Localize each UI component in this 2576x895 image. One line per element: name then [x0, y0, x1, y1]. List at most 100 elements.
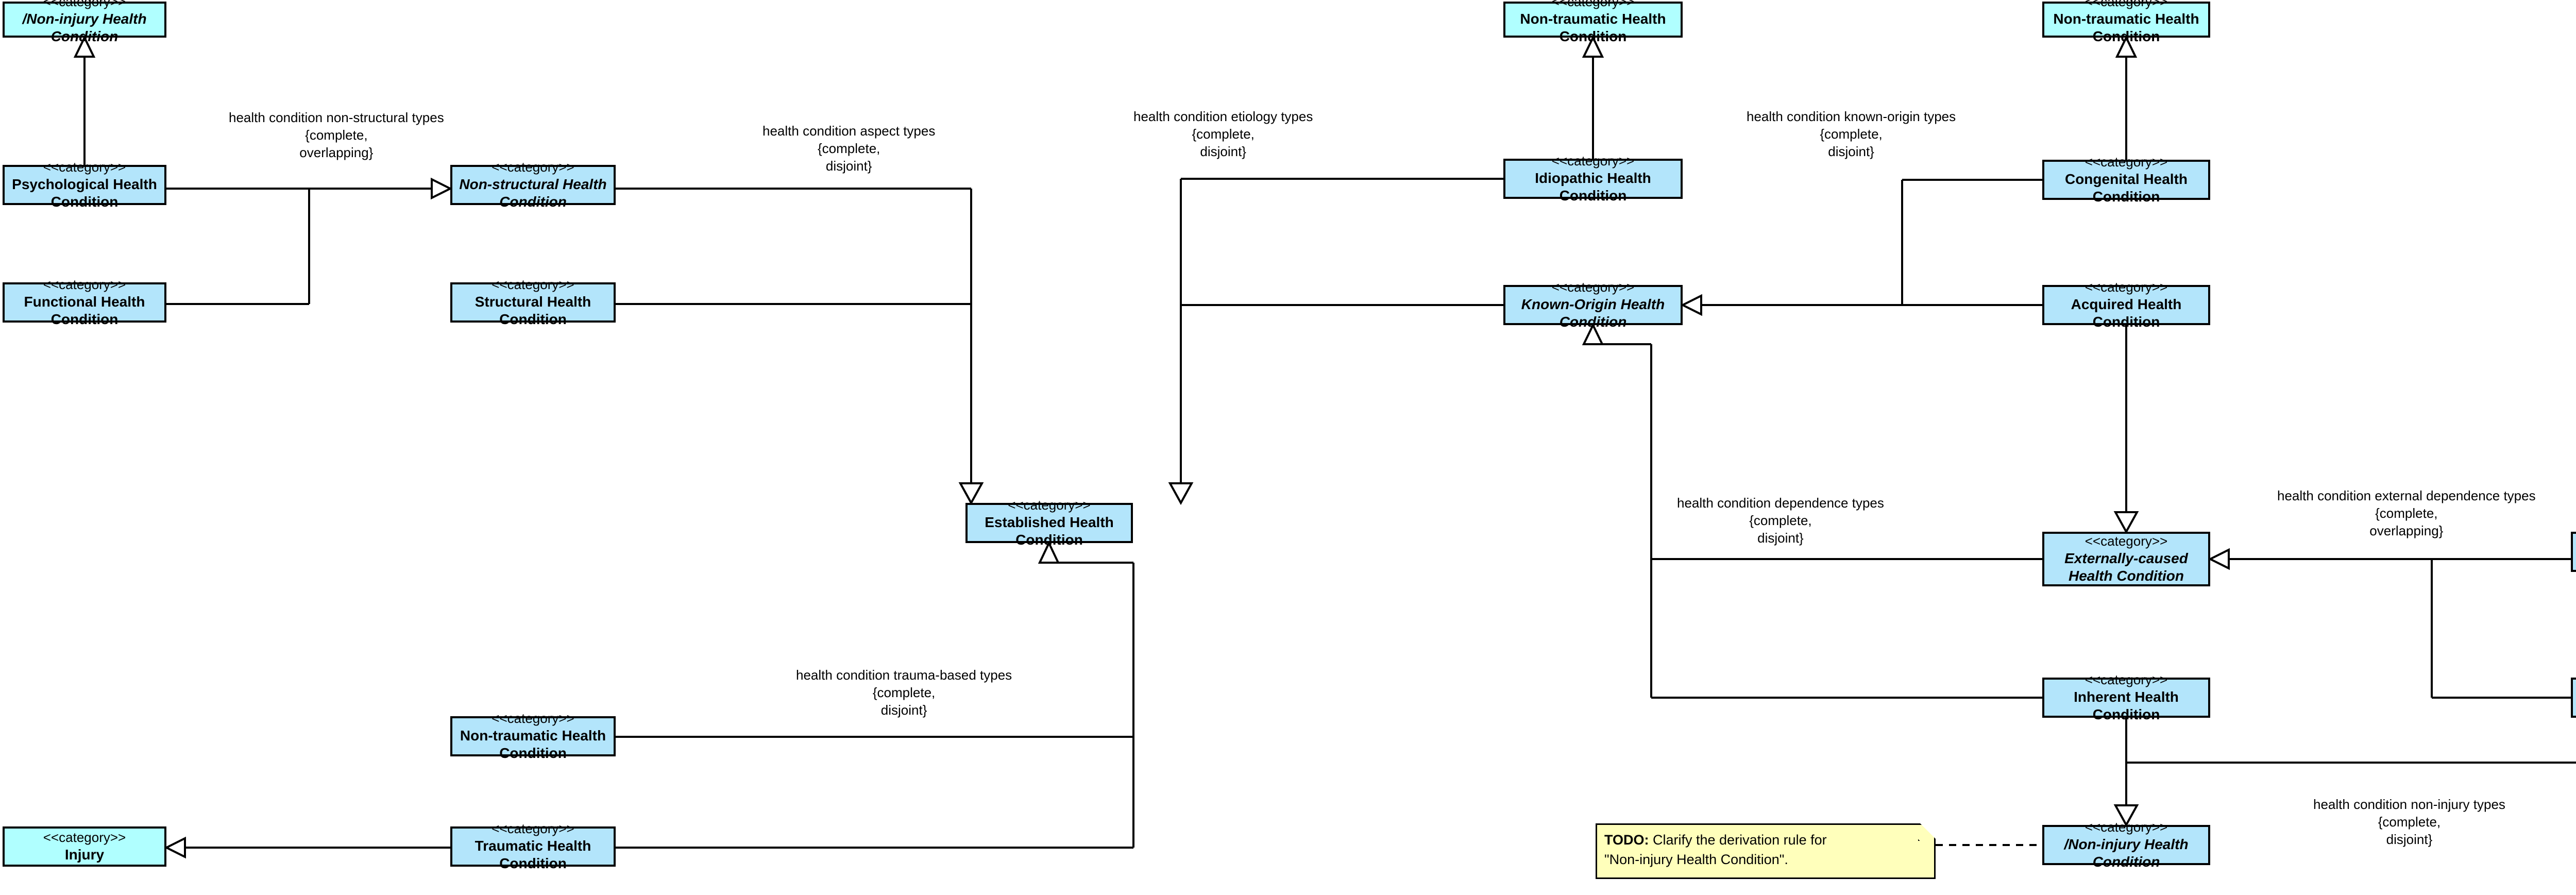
class-box-externally-caused-health-condition[interactable]: <<category>> Externally-caused Health Co…: [2042, 532, 2210, 586]
stereotype-label: <<category>>: [2084, 533, 2168, 549]
class-name-label: Non-traumatic Health Condition: [1520, 10, 1666, 44]
gs-constraint-line1: {complete,: [1192, 126, 1255, 142]
class-box-acquired-health-condition[interactable]: <<category>> Acquired Health Condition: [2042, 279, 2210, 330]
stereotype-label: <<category>>: [1551, 153, 1635, 168]
arrowhead-nonstructural: [431, 177, 453, 200]
class-name-label: Traumatic Health Condition: [474, 837, 591, 871]
stereotype-label: <<category>>: [2084, 154, 2168, 170]
class-name-label: Non-traumatic Health Condition: [2053, 10, 2199, 44]
gs-constraint-line1: {complete,: [1749, 512, 1812, 528]
gs-constraint-line2: disjoint}: [825, 158, 872, 174]
stereotype-label: <<category>>: [492, 276, 574, 292]
class-box-injury-bottom-left[interactable]: <<category>> Injury: [3, 826, 166, 867]
gs-name: health condition non-structural types: [229, 110, 444, 125]
class-box-non-traumatic-health-condition-top-left[interactable]: <<category>> Non-traumatic Health Condit…: [1503, 0, 1683, 44]
class-name-label: Non-structural Health Condition: [459, 176, 607, 210]
class-name-label: Psychological Health Condition: [12, 176, 157, 210]
gs-constraint-line1: {complete,: [817, 140, 880, 156]
class-box-congenital-health-condition[interactable]: <<category>> Congenital Health Condition: [2042, 154, 2210, 205]
gs-constraint-line2: disjoint}: [1757, 530, 1804, 546]
class-name-label: Injury: [64, 846, 105, 863]
gs-constraint-line2: overlapping}: [2369, 522, 2444, 538]
stereotype-label: <<category>>: [492, 820, 574, 836]
class-box-non-traumatic-health-condition-top-right[interactable]: <<category>> Non-traumatic Health Condit…: [2042, 0, 2210, 44]
class-name-label: Congenital Health Condition: [2064, 171, 2188, 205]
stereotype-label: <<category>>: [2084, 819, 2168, 835]
arrowhead-externallycaused-from-acquired: [2113, 511, 2139, 534]
note-text-line1: Clarify the derivation rule for: [1649, 832, 1827, 848]
stereotype-label: <<category>>: [492, 710, 574, 726]
class-box-known-origin-health-condition[interactable]: <<category>> Known-Origin Health Conditi…: [1503, 279, 1683, 330]
class-box-functional-health-condition[interactable]: <<category>> Functional Health Condition: [3, 277, 166, 327]
gs-constraint-line1: {complete,: [2375, 505, 2438, 521]
gs-name: health condition non-injury types: [2313, 797, 2505, 812]
class-box-non-injury-health-condition-top[interactable]: <<category>> /Non-injury Health Conditio…: [3, 0, 166, 44]
class-name-label: /Non-injury Health Condition: [22, 10, 147, 44]
gs-name: health condition aspect types: [762, 123, 936, 139]
arrowhead-injury-bottomleft: [164, 836, 186, 859]
class-name-label: Established Health Condition: [985, 514, 1114, 548]
class-name-label: /Non-injury Health Condition: [2064, 836, 2189, 870]
class-box-non-injury-health-condition-derived[interactable]: <<category>> /Non-injury Health Conditio…: [2042, 819, 2210, 870]
arrowhead-established-aspect: [958, 482, 984, 505]
gs-name: health condition known-origin types: [1747, 109, 1956, 124]
todo-note[interactable]: TODO: Clarify the derivation rule for "N…: [1596, 823, 1936, 879]
stereotype-label: <<category>>: [1551, 0, 1635, 9]
class-box-injury-right[interactable]: <<category>> Injury: [2571, 532, 2576, 572]
note-text-line2: "Non-injury Health Condition".: [1604, 852, 1788, 868]
class-name-label: Acquired Health Condition: [2071, 296, 2182, 330]
generalization-set-label-non-injury: health condition non-injury types {compl…: [2313, 796, 2505, 848]
arrowhead-established-etiology: [1168, 482, 1194, 505]
class-box-structural-health-condition[interactable]: <<category>> Structural Health Condition: [450, 277, 616, 327]
class-box-exposure-based-health-condition[interactable]: <<category>> Exposure-based Health Condi…: [2571, 678, 2576, 718]
stereotype-label: <<category>>: [2084, 279, 2168, 295]
gs-constraint-line2: disjoint}: [880, 702, 927, 718]
stereotype-label: <<category>>: [43, 0, 126, 9]
class-name-label: Externally-caused Health Condition: [2064, 550, 2188, 584]
stereotype-label: <<category>>: [43, 830, 126, 846]
class-name-label: Non-traumatic Health Condition: [460, 727, 606, 761]
class-name-label: Known-Origin Health Condition: [1521, 296, 1665, 330]
gs-name: health condition external dependence typ…: [2277, 488, 2536, 503]
gs-constraint-line1: {complete,: [872, 684, 936, 700]
stereotype-label: <<category>>: [492, 159, 574, 175]
class-name-label: Inherent Health Condition: [2074, 688, 2179, 722]
class-box-established-health-condition[interactable]: <<category>> Established Health Conditio…: [965, 497, 1133, 548]
stereotype-label: <<category>>: [2084, 671, 2168, 687]
gs-constraint-line2: overlapping}: [299, 144, 374, 160]
generalization-set-label-trauma-based: health condition trauma-based types {com…: [796, 667, 1012, 719]
gs-constraint-line2: disjoint}: [1828, 143, 1874, 159]
class-box-inherent-health-condition[interactable]: <<category>> Inherent Health Condition: [2042, 672, 2210, 722]
stereotype-label: <<category>>: [43, 276, 126, 292]
generalization-set-label-external-dependence: health condition external dependence typ…: [2277, 487, 2536, 539]
gs-name: health condition etiology types: [1133, 109, 1313, 124]
note-line-1: TODO: Clarify the derivation rule for: [1604, 830, 1927, 850]
gs-constraint-line2: disjoint}: [1200, 143, 1246, 159]
gs-name: health condition dependence types: [1677, 495, 1884, 511]
gs-name: health condition trauma-based types: [796, 667, 1012, 683]
class-box-traumatic-health-condition[interactable]: <<category>> Traumatic Health Condition: [450, 821, 616, 871]
stereotype-label: <<category>>: [1008, 497, 1091, 513]
class-box-non-traumatic-health-condition-bottom[interactable]: <<category>> Non-traumatic Health Condit…: [450, 711, 616, 761]
gs-constraint-line1: {complete,: [2378, 814, 2441, 830]
gs-constraint-line2: disjoint}: [2386, 831, 2433, 847]
arrowhead-externallycaused-extdep: [2208, 548, 2230, 570]
class-name-label: Functional Health Condition: [24, 293, 145, 327]
stereotype-label: <<category>>: [2084, 0, 2168, 9]
class-name-label: Structural Health Condition: [474, 293, 591, 327]
generalization-set-label-etiology: health condition etiology types {complet…: [1133, 108, 1313, 160]
class-box-psychological-health-condition[interactable]: <<category>> Psychological Health Condit…: [3, 159, 166, 210]
generalization-set-label-known-origin: health condition known-origin types {com…: [1747, 108, 1956, 160]
stereotype-label: <<category>>: [43, 159, 126, 175]
generalization-set-label-dependence: health condition dependence types {compl…: [1677, 495, 1884, 547]
generalization-set-label-aspect: health condition aspect types {complete,…: [762, 123, 935, 175]
generalization-set-label-non-structural: health condition non-structural types {c…: [229, 109, 444, 161]
gs-constraint-line1: {complete,: [305, 127, 368, 143]
class-box-non-structural-health-condition[interactable]: <<category>> Non-structural Health Condi…: [450, 159, 616, 210]
class-name-label: Idiopathic Health Condition: [1535, 170, 1651, 204]
class-box-idiopathic-health-condition[interactable]: <<category>> Idiopathic Health Condition: [1503, 153, 1683, 204]
note-fold-line-icon: [1918, 823, 1936, 841]
stereotype-label: <<category>>: [1551, 279, 1635, 295]
arrowhead-knownorigin: [1680, 294, 1702, 316]
